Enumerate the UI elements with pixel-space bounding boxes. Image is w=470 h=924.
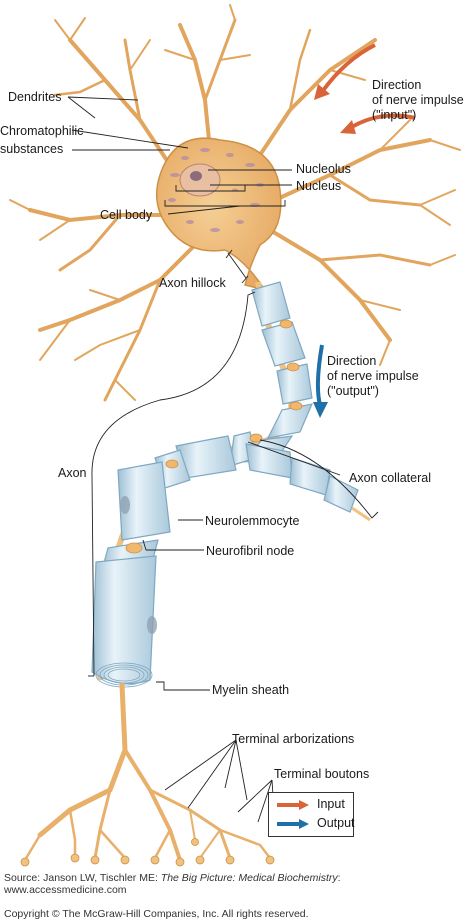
label-direction-output-1: Direction	[327, 354, 377, 368]
axon-collateral	[245, 443, 371, 522]
label-axon-hillock: Axon hillock	[159, 276, 226, 290]
legend-output-label: Output	[317, 816, 355, 830]
label-direction-input-1: Direction	[372, 78, 422, 92]
input-arrow-icon	[277, 800, 309, 810]
legend: Input Output	[268, 792, 355, 837]
terminal-arborizations	[23, 682, 272, 862]
dendrites	[9, 4, 461, 402]
label-neurofibril-node: Neurofibril node	[206, 544, 295, 558]
label-terminal-arborizations: Terminal arborizations	[232, 732, 355, 746]
source-title: The Big Picture: Medical Biochemistry	[160, 872, 338, 884]
source-suffix: :	[337, 872, 341, 884]
chromatophilic-dots	[168, 148, 264, 232]
label-terminal-boutons: Terminal boutons	[274, 767, 370, 781]
output-arrow-icon	[277, 819, 309, 829]
label-axon-collateral: Axon collateral	[349, 471, 431, 485]
copyright-line: Copyright © The McGraw-Hill Companies, I…	[4, 908, 309, 920]
legend-input-label: Input	[317, 797, 345, 811]
label-chromatophilic-2: substances	[0, 142, 64, 156]
label-neurolemmocyte: Neurolemmocyte	[205, 514, 300, 528]
legend-input: Input	[275, 797, 351, 813]
leader-lines	[67, 96, 379, 829]
label-nucleus: Nucleus	[296, 179, 342, 193]
source-prefix: Source: Janson LW, Tischler ME:	[4, 872, 161, 884]
terminal-boutons	[20, 838, 275, 867]
source-line: Source: Janson LW, Tischler ME: The Big …	[4, 872, 341, 885]
label-nucleolus: Nucleolus	[296, 162, 351, 176]
axon	[91, 281, 314, 688]
nucleolus-shape	[190, 171, 202, 181]
source-url[interactable]: www.accessmedicine.com	[4, 884, 127, 896]
output-arrow	[313, 344, 328, 418]
label-myelin-sheath: Myelin sheath	[212, 683, 290, 697]
label-direction-output-3: ("output")	[327, 384, 379, 398]
label-direction-input-2: of nerve impulse	[372, 93, 464, 107]
input-arrows	[314, 43, 416, 134]
label-cell-body: Cell body	[100, 208, 153, 222]
label-direction-input-3: ("input")	[372, 108, 417, 122]
label-dendrites: Dendrites	[8, 90, 62, 104]
label-direction-output-2: of nerve impulse	[327, 369, 419, 383]
label-chromatophilic-1: Chromatophilic	[0, 124, 84, 138]
legend-output: Output	[275, 816, 355, 832]
nucleus-shape	[179, 163, 221, 197]
label-axon: Axon	[58, 466, 87, 480]
